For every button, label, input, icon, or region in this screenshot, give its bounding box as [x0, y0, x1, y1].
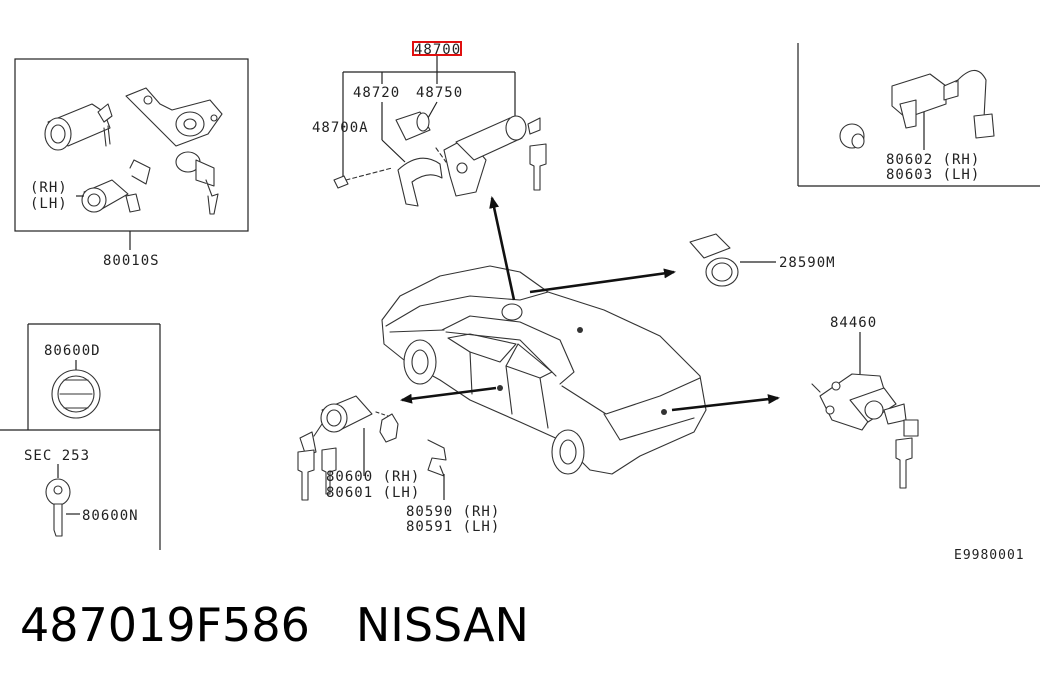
callout-80602: 80602 (RH)	[886, 152, 980, 168]
highlight-48700	[412, 41, 462, 56]
brand-name: NISSAN	[355, 598, 529, 652]
callout-48700: 48700	[414, 42, 461, 58]
cylinder-small-drawing	[839, 123, 865, 149]
clip-80590-drawing	[427, 439, 447, 477]
callout-80600: 80600 (RH)	[326, 469, 420, 485]
trunk-lock-drawing	[811, 373, 919, 489]
callout-80591: 80591 (LH)	[406, 519, 500, 535]
callout-80590: 80590 (RH)	[406, 504, 500, 520]
ignition-group: 48700 48720 48750 48700A	[312, 41, 547, 207]
kit-steering-lock-drawing	[125, 87, 223, 147]
kit-clip-drawing	[129, 159, 151, 185]
callout-28590m: 28590M	[779, 255, 836, 271]
callout-80603: 80603 (LH)	[886, 167, 980, 183]
callout-80601: 80601 (LH)	[326, 485, 420, 501]
callout-80010s: 80010S	[103, 253, 160, 269]
switch-80602-drawing	[891, 69, 995, 139]
part-number: 487019F586	[20, 598, 310, 652]
callout-sec-253: SEC 253	[24, 448, 90, 464]
kit-lh-label: (LH)	[30, 196, 68, 212]
callout-48720: 48720	[353, 85, 400, 101]
kit-trunk-cylinder-drawing	[175, 151, 219, 215]
callout-80600n: 80600N	[82, 508, 139, 524]
key-80600n-drawing	[45, 478, 71, 537]
door-lock-group: 80600 (RH) 80601 (LH) 80590 (RH) 80591 (…	[297, 395, 500, 535]
kit-ignition-lock-drawing	[44, 103, 113, 151]
door-cylinder-drawing	[297, 395, 373, 501]
arrow-to-28590m	[529, 268, 676, 294]
kit-rh-label: (RH)	[30, 180, 68, 196]
steering-lock-drawing	[435, 115, 547, 197]
cap-80600d-drawing	[51, 369, 101, 419]
key-box: 80600D SEC 253 80600N	[0, 323, 161, 550]
clamp-48720-drawing	[397, 157, 443, 207]
parts-diagram: (RH) (LH) 80010S 48700 48720 48750 48700…	[0, 41, 1040, 563]
callout-84460: 84460	[830, 315, 877, 331]
kit-door-cylinder-drawing	[81, 179, 141, 213]
part-28590m-drawing	[689, 233, 731, 259]
footer: 487019F586 NISSAN	[20, 598, 1020, 668]
arrow-to-trunk-lock	[671, 394, 780, 412]
arrow-to-door-lock	[400, 386, 497, 404]
diagram-code: E9980001	[954, 548, 1025, 563]
arrow-to-ignition	[489, 196, 516, 301]
callout-48700a: 48700A	[312, 120, 369, 136]
callout-48750: 48750	[416, 85, 463, 101]
kit-80010s-box: (RH) (LH) 80010S	[14, 58, 249, 269]
switch-box: 80602 (RH) 80603 (LH)	[797, 43, 1040, 187]
part-48750-drawing	[395, 111, 431, 141]
lever-drawing	[375, 411, 399, 443]
part-28590m: 28590M	[689, 233, 836, 287]
bolt-drawing	[333, 167, 393, 189]
callout-80600d: 80600D	[44, 343, 101, 359]
car-drawing	[381, 265, 707, 475]
trunk-lock-group: 84460	[811, 315, 919, 489]
